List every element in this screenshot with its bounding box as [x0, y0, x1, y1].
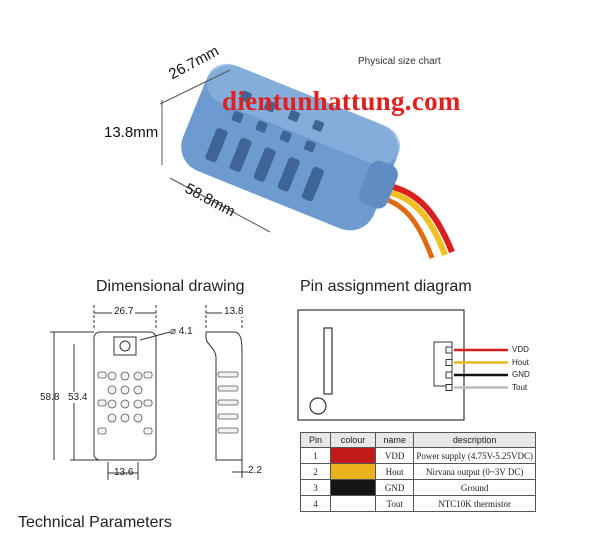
- wire-label-tout: Tout: [512, 382, 528, 392]
- connector-pin: [445, 371, 453, 379]
- connector-pin: [445, 384, 453, 391]
- connector-pin: [445, 346, 453, 354]
- dim-lead-label: 2.2: [248, 465, 262, 476]
- pin-number: 1: [300, 447, 331, 464]
- colour-swatch: [329, 447, 377, 464]
- watermark-text: dientunhattung.com: [222, 86, 461, 116]
- pin-diagram: [297, 309, 508, 421]
- description-header: description: [413, 432, 536, 448]
- pin-number: 3: [300, 479, 331, 496]
- pin-description: Power supply (4.75V-5.25VDC): [413, 447, 536, 464]
- table-row: 1 VDD Power supply (4.75V-5.25VDC): [300, 447, 536, 464]
- pin-number: 4: [300, 495, 331, 512]
- colour-header: colour: [329, 432, 377, 448]
- sensor-photo: [159, 63, 455, 259]
- wire-labels: VDD Hout GND Tout: [512, 344, 530, 394]
- pin-header: Pin: [300, 432, 331, 448]
- table-row: 3 GND Ground: [300, 479, 536, 496]
- pin-diagram-title: Pin assignment diagram: [300, 278, 472, 295]
- pin-table: Pin colour name description 1 VDD Power …: [300, 432, 536, 512]
- pin-description: NTC10K thermistor: [413, 495, 536, 512]
- dim-bottom-width-label: 13.6: [114, 467, 134, 478]
- dim-hole-label: ⌀ 4.1: [170, 326, 193, 337]
- dimensional-drawing: [50, 305, 248, 480]
- dimensional-drawing-title: Dimensional drawing: [96, 278, 245, 295]
- table-row: 2 Hout Nirvana output (0~3V DC): [300, 463, 536, 480]
- dim-width-label: 26.7: [112, 306, 136, 317]
- dim-body-height-label: 53.4: [68, 392, 88, 403]
- table-row: 4 Tout NTC10K thermistor: [300, 495, 536, 512]
- pin-name: GND: [375, 479, 415, 496]
- pin-name: VDD: [375, 447, 415, 464]
- pin-description: Ground: [413, 479, 536, 496]
- colour-swatch: [329, 479, 377, 496]
- connector-pin: [445, 359, 453, 366]
- wire-label-hout: Hout: [512, 357, 529, 367]
- pin-name: Tout: [375, 495, 415, 512]
- name-header: name: [375, 432, 415, 448]
- technical-parameters-title: Technical Parameters: [18, 514, 172, 531]
- pin-description: Nirvana output (0~3V DC): [413, 463, 536, 480]
- dim-thickness-label: 13.8: [222, 306, 246, 317]
- photo-height-label: 13.8mm: [104, 124, 159, 141]
- wire-label-gnd: GND: [512, 370, 530, 379]
- pin-table-header: Pin colour name description: [300, 432, 536, 448]
- pin-number: 2: [300, 463, 331, 480]
- colour-swatch: [329, 495, 377, 512]
- wire-label-vdd: VDD: [512, 345, 529, 354]
- pin-name: Hout: [375, 463, 415, 480]
- physical-size-title: Physical size chart: [358, 56, 441, 67]
- dim-total-height-label: 58.8: [40, 392, 60, 403]
- colour-swatch: [329, 463, 377, 480]
